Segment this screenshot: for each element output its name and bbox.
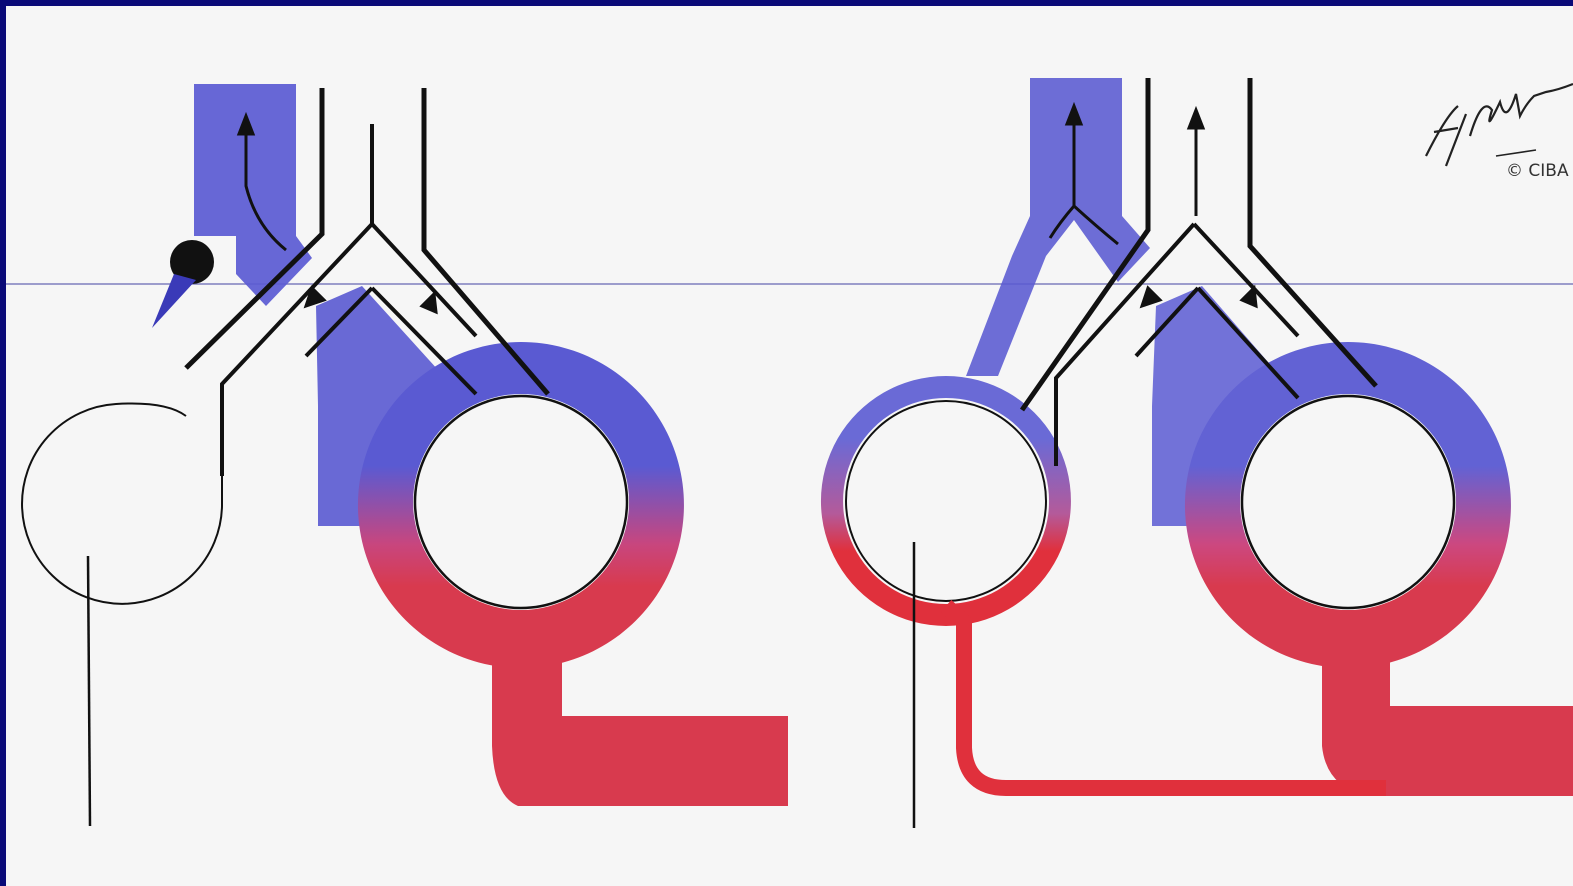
left-panel xyxy=(22,84,788,826)
right-alveolus-ring xyxy=(1242,396,1454,608)
left-pulmonary-vein xyxy=(492,616,788,806)
left-pointer-line xyxy=(88,556,90,826)
left-unperfused-alveolus xyxy=(22,404,222,604)
copyright-text: © CIBA xyxy=(1506,161,1569,181)
left-pulmonary-vessel-top xyxy=(194,84,312,306)
right-pulmonary-vein xyxy=(1322,616,1573,796)
right-bronchial-alveolus xyxy=(846,401,1046,601)
right-panel xyxy=(821,78,1573,828)
pulmonary-circulation-diagram: © CIBA xyxy=(6,6,1573,886)
slide-canvas: © CIBA xyxy=(6,6,1573,886)
left-alveolus-ring xyxy=(415,396,627,608)
artist-signature xyxy=(1426,84,1573,166)
